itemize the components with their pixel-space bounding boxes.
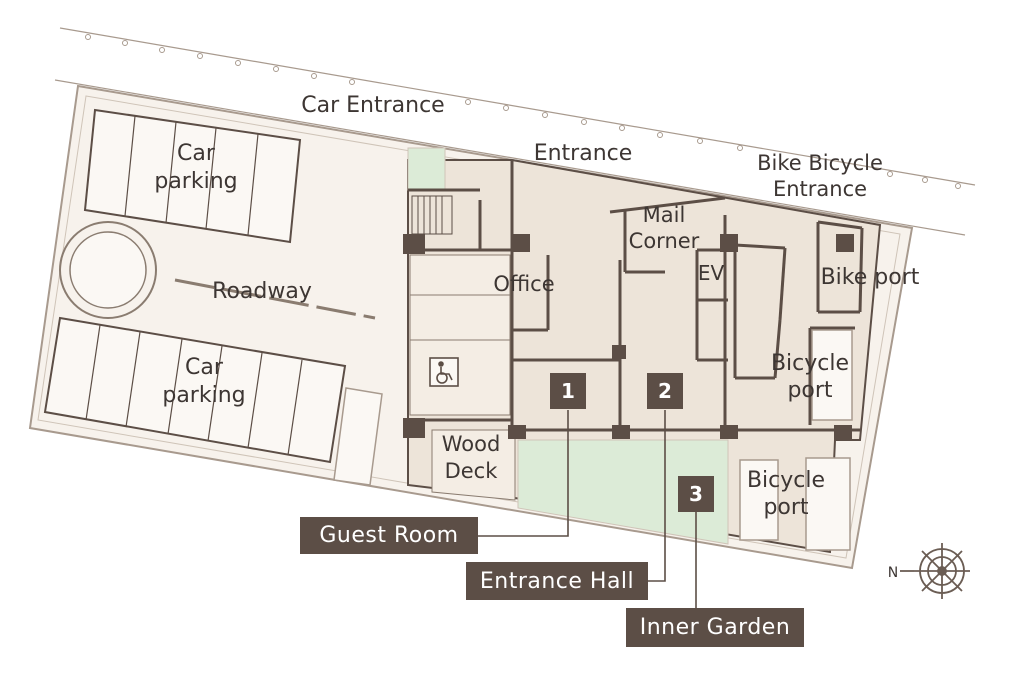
callout-entrance-hall: Entrance Hall — [466, 562, 648, 600]
accessible-parking-bay — [409, 254, 511, 416]
callout-inner-garden: Inner Garden — [626, 608, 804, 647]
label-mail-corner-1: Mail — [643, 203, 686, 227]
interior-walls — [408, 160, 864, 432]
structural-columns — [403, 234, 854, 439]
stair — [411, 195, 453, 235]
label-wood-deck-2: Deck — [445, 459, 499, 483]
callout-leaders — [478, 410, 697, 612]
marker-3: 3 — [678, 476, 714, 512]
plan-labels: Car Entrance Entrance Bike Bicycle Entra… — [154, 93, 919, 581]
label-bicycle-port-lower-2: port — [763, 495, 808, 520]
label-car-parking-bottom-1: Car — [185, 355, 224, 380]
road-edge — [54, 27, 976, 236]
compass-rose-icon — [900, 543, 970, 599]
garden-areas — [407, 147, 729, 545]
label-entrance: Entrance — [534, 141, 633, 166]
roadway-centerline — [174, 278, 376, 320]
label-bike-bicycle-entrance-1: Bike Bicycle — [757, 151, 883, 175]
label-roadway: Roadway — [212, 279, 312, 304]
label-car-parking-bottom-2: parking — [162, 383, 245, 408]
label-bicycle-port-upper-2: port — [787, 378, 832, 403]
marker-2: 2 — [647, 373, 683, 409]
car-parking-top-area — [83, 108, 302, 244]
label-ev: EV — [698, 261, 725, 285]
turntable — [59, 221, 157, 319]
label-compass-n: N — [888, 565, 898, 581]
label-bike-bicycle-entrance-2: Entrance — [773, 177, 867, 201]
label-car-parking-top-2: parking — [154, 169, 237, 194]
label-bicycle-port-lower-1: Bicycle — [747, 468, 825, 493]
wood-deck-area — [431, 429, 516, 501]
marker-1: 1 — [550, 373, 586, 409]
label-bike-port: Bike port — [821, 265, 920, 290]
car-parking-bottom-area — [43, 316, 383, 486]
wheelchair-icon — [429, 357, 459, 387]
label-car-entrance: Car Entrance — [301, 93, 444, 118]
bicycle-racks — [739, 329, 853, 551]
label-wood-deck-1: Wood — [442, 432, 501, 456]
label-bicycle-port-upper-1: Bicycle — [771, 351, 849, 376]
label-car-parking-top-1: Car — [177, 141, 216, 166]
label-mail-corner-2: Corner — [629, 229, 700, 253]
label-office: Office — [493, 272, 554, 296]
callout-guest-room: Guest Room — [300, 517, 478, 554]
road-dots — [85, 34, 961, 189]
